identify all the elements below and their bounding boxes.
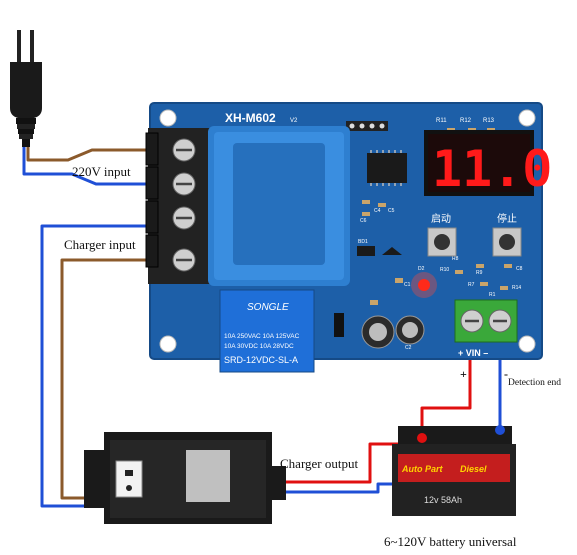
- label-r11: R11: [436, 118, 447, 124]
- label-r14: R14: [512, 285, 521, 291]
- label-bd1: BD1: [358, 239, 368, 245]
- start-button-label: 启动: [431, 212, 451, 225]
- label-c4: C4: [374, 208, 381, 214]
- label-charger-input: Charger input: [64, 237, 136, 252]
- screw-terminal-block: [145, 128, 210, 284]
- charger-adapter-icon: [84, 432, 286, 524]
- relay-brand-label: SONGLE: [247, 302, 289, 313]
- wire-charger-brown: [60, 258, 148, 500]
- label-r10: R10: [440, 267, 449, 273]
- battery-brand-right: Diesel: [460, 464, 487, 474]
- label-charger-output: Charger output: [280, 456, 358, 471]
- label-r7: R7: [468, 282, 475, 288]
- label-r8: R8: [452, 256, 459, 262]
- terminal-screws: [172, 138, 196, 272]
- relay: SONGLE 10A 250VAC 10A 125VAC 10A 30VDC 1…: [219, 289, 315, 373]
- display-value: 11.0: [432, 140, 552, 198]
- transformer: [208, 126, 350, 286]
- label-r12: R12: [460, 118, 472, 124]
- stop-button-label: 停止: [497, 212, 517, 225]
- battery-spec: 12v 58Ah: [424, 495, 462, 505]
- wire-charger-blue: [40, 224, 148, 508]
- car-battery-icon: Auto Part Diesel 12v 58Ah: [392, 425, 516, 516]
- label-c5: C5: [388, 208, 395, 214]
- label-plus-sign: +: [460, 367, 467, 381]
- start-button[interactable]: 启动: [427, 212, 457, 257]
- label-c8: C8: [516, 266, 523, 272]
- stop-button[interactable]: 停止: [492, 212, 522, 257]
- relay-spec-line1: 10A 250VAC 10A 125VAC: [224, 333, 300, 340]
- battery-brand-left: Auto Part: [401, 464, 444, 474]
- label-detection-end: Detection end: [508, 378, 561, 388]
- relay-spec-line2: 10A 30VDC 10A 28VDC: [224, 343, 294, 350]
- label-c6: C6: [360, 218, 367, 224]
- wire-detect-red: [420, 328, 472, 436]
- wire-220v-blue: [22, 147, 148, 186]
- label-r13: R13: [483, 118, 495, 124]
- label-c2: C2: [405, 345, 412, 351]
- label-battery-caption: 6~120V battery universal: [384, 534, 517, 549]
- label-r9: R9: [476, 270, 483, 276]
- board-version-label: V2: [290, 118, 298, 124]
- vin-label: + VIN –: [458, 348, 488, 358]
- capacitors: [334, 313, 425, 349]
- label-220v-input: 220V input: [72, 164, 131, 179]
- vin-terminal: + VIN –: [454, 299, 518, 358]
- wire-220v-brown: [26, 147, 148, 162]
- label-r1: R1: [489, 292, 496, 298]
- status-led: [411, 272, 437, 298]
- board-model-label: XH-M602: [225, 111, 276, 125]
- label-minus-sign: -: [504, 367, 508, 381]
- label-d2: D2: [418, 266, 425, 272]
- voltage-display: 11.0: [424, 130, 552, 198]
- power-plug-icon: [10, 30, 42, 147]
- relay-model-label: SRD-12VDC-SL-A: [224, 355, 298, 365]
- wires: [22, 147, 502, 508]
- label-c1: C1: [404, 282, 411, 288]
